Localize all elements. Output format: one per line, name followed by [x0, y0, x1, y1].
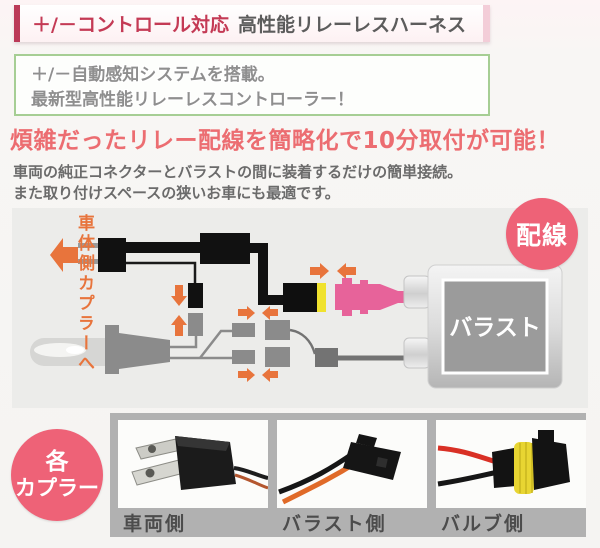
controller-box: [200, 233, 250, 264]
bulb-coupler-photo: [436, 420, 586, 508]
wiring-badge: 配線: [506, 198, 578, 270]
coupler-label-vehicle: 車両側: [123, 513, 187, 535]
ballast-input-connector: [283, 283, 326, 312]
sense-connector-black: [188, 283, 203, 308]
ballast-connector-icon: [278, 434, 401, 505]
header-bar: ＋/－コントロール対応 高性能リレーレスハーネス: [14, 5, 490, 42]
coupler-cell-vehicle: 車両側: [118, 420, 268, 537]
headline: 煩雑だったリレー配線を簡略化で10分取付が可能！: [10, 128, 561, 154]
sense-connector-gray: [188, 313, 203, 336]
coupler-cell-bulb: バルブ側: [436, 420, 586, 537]
header-highlight: ＋/－コントロール対応: [32, 14, 229, 36]
feature-line-1: ＋/－自動感知システムを搭載。: [31, 65, 275, 85]
ballast-label: バラスト: [449, 315, 541, 341]
header-title: 高性能リレーレスハーネス: [237, 14, 466, 36]
pink-ballast-plug: [335, 278, 408, 316]
coupler-cell-ballast: バラスト側: [277, 420, 427, 537]
coupler-label-ballast: バラスト側: [282, 513, 387, 535]
down-arrow-icon: [171, 285, 187, 306]
vehicle-coupler-photo: [118, 420, 268, 508]
ballast: バラスト: [403, 264, 563, 389]
coupler-photo-strip: 車両側 バラスト側 バルブ側: [110, 413, 586, 537]
coupler-label-bulb: バルブ側: [441, 513, 526, 535]
ballast-coupler-photo: [277, 420, 427, 508]
vehicle-side-label: 車体側カプラーへ: [74, 214, 94, 374]
description-line-2: また取り付けスペースの狭いお車にも最適です。: [13, 183, 340, 202]
couplers-badge-line1: 各: [45, 448, 69, 475]
up-arrow-icon: [171, 315, 187, 336]
description: 車両の純正コネクターとバラストの間に装着するだけの簡単接続。 また取り付けスペー…: [13, 162, 593, 203]
controller-output-wire: [250, 243, 284, 305]
hid-bulb: [30, 325, 170, 374]
bulb-output-wire: [289, 328, 317, 355]
main-wire: [124, 242, 202, 253]
wiring-diagram: バラスト: [12, 208, 588, 408]
mate-arrows-top-icon: [310, 263, 356, 279]
h4-connector-icon: [131, 436, 268, 490]
bulb-couplers: [232, 320, 290, 367]
bulb-connector-icon: [437, 430, 570, 494]
bulb-wires: [170, 329, 232, 360]
couplers-badge: 各 カプラー: [11, 429, 103, 521]
wiring-diagram-svg: バラスト: [30, 233, 563, 389]
to-vehicle-arrow-icon: [50, 238, 78, 272]
feature-line-2: 最新型高性能リレーレスコントローラー！: [31, 89, 354, 110]
bulb-output-connector: [315, 348, 338, 367]
sense-wire: [126, 261, 197, 283]
vehicle-plug: [78, 238, 126, 272]
mate-arrows-middle-icon: [238, 306, 278, 382]
feature-box: ＋/－自動感知システムを搭載。 最新型高性能リレーレスコントローラー！: [14, 54, 490, 116]
couplers-badge-line2: カプラー: [15, 476, 99, 501]
description-line-1: 車両の純正コネクターとバラストの間に装着するだけの簡単接続。: [13, 163, 463, 181]
